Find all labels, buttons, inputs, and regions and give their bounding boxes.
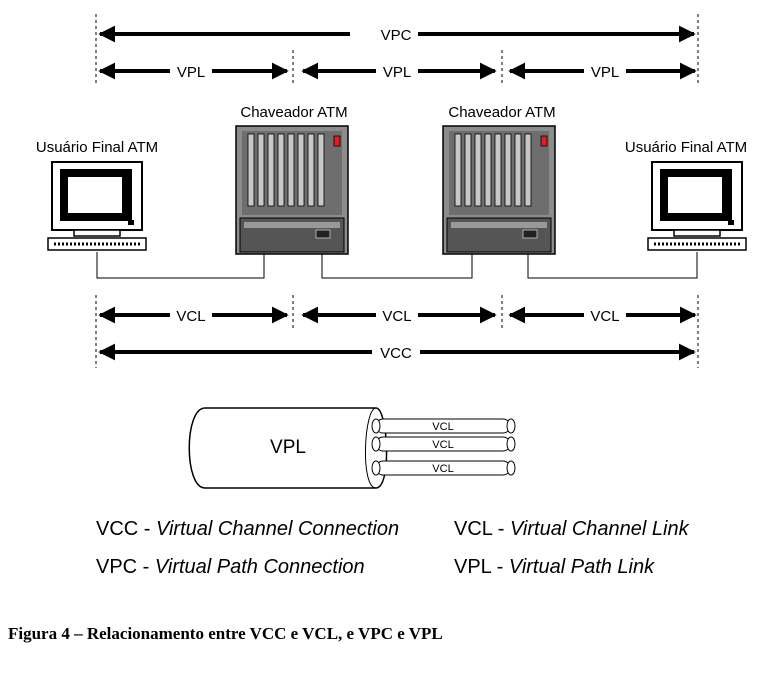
end-user-left-label: Usuário Final ATM [36, 139, 158, 156]
switch-left-icon [235, 125, 349, 255]
switch-left-label: Chaveador ATM [240, 104, 347, 121]
legend-row: VPC - Virtual Path Connection VPL - Virt… [96, 556, 736, 594]
legend-vcl: VCL - Virtual Channel Link [454, 518, 689, 540]
legend-row: VCC - Virtual Channel Connection VCL - V… [96, 518, 736, 556]
terminal-right-icon [646, 160, 748, 252]
vpl-arrow: VPL [508, 62, 697, 81]
vcl-label: VCL [176, 308, 205, 325]
switch-right-icon [442, 125, 556, 255]
legend: VCC - Virtual Channel Connection VCL - V… [96, 518, 736, 594]
vpl-arrow: VPL [98, 62, 289, 81]
cable-vcl-label: VCL [432, 439, 453, 451]
vpc-label: VPC [381, 27, 412, 44]
figure-caption: Figura 4 – Relacionamento entre VCC e VC… [8, 624, 443, 643]
vcl-label: VCL [382, 308, 411, 325]
legend-vpc: VPC - Virtual Path Connection [96, 556, 365, 578]
vcl-wire [371, 436, 516, 452]
cable-vcl-label: VCL [432, 421, 453, 433]
vcl-wire [371, 418, 516, 434]
terminal-left-icon [46, 160, 148, 252]
vcl-arrow: VCL [301, 306, 497, 325]
vpl-cable: VPL VCL VCL VCL [188, 407, 516, 489]
vpl-label: VPL [591, 64, 619, 81]
atm-diagram: VPC VPL VPL VPL Usuário Final ATM Chavea… [36, 14, 748, 489]
cable-vpl-label: VPL [270, 437, 306, 458]
vpl-arrow: VPL [301, 62, 497, 81]
vcl-arrow: VCL [508, 306, 697, 325]
legend-vcc: VCC - Virtual Channel Connection [96, 518, 400, 540]
vcl-arrow: VCL [98, 306, 289, 325]
physical-links [96, 252, 698, 279]
legend-vpl: VPL - Virtual Path Link [454, 556, 655, 578]
cable-vcl-label: VCL [432, 463, 453, 475]
vcc-arrow: VCC [98, 343, 696, 362]
vcc-label: VCC [380, 345, 412, 362]
segment-dividers [95, 14, 699, 368]
switch-right-label: Chaveador ATM [448, 104, 555, 121]
vpl-label: VPL [383, 64, 411, 81]
vcl-label: VCL [590, 308, 619, 325]
end-user-right-label: Usuário Final ATM [625, 139, 747, 156]
vpc-arrow: VPC [98, 25, 696, 44]
vcl-wire [371, 460, 516, 476]
vpl-label: VPL [177, 64, 205, 81]
